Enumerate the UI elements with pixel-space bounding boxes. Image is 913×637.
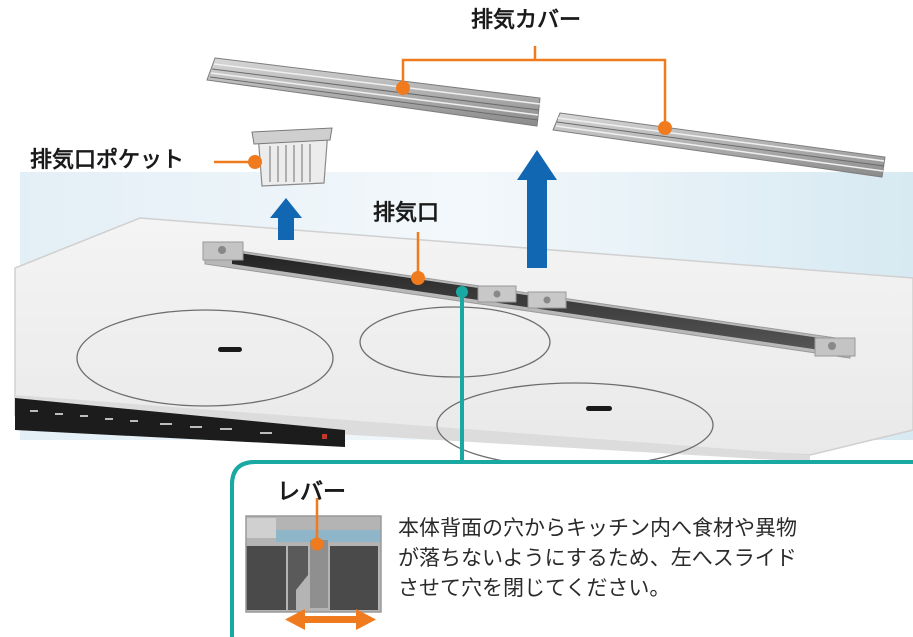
burner-left — [76, 309, 334, 407]
exhaust-cover-right — [552, 112, 886, 178]
control-panel-indicator — [322, 434, 327, 439]
screw-icon — [218, 246, 226, 254]
burner-left-mark — [218, 347, 242, 352]
exhaust-port-slot — [232, 252, 820, 350]
burner-right-mark — [586, 406, 612, 411]
exhaust-port-pocket-label: 排気口ポケット — [30, 148, 185, 173]
callout-line: させて穴を閉じてください。 — [398, 576, 671, 600]
leader-dots — [248, 81, 672, 285]
exhaust-cover-left — [206, 57, 541, 127]
callout-text: 本体背面の穴からキッチン内へ食材や異物 が落ちないようにするため、左へスライド … — [398, 513, 908, 603]
control-panel-markings — [30, 410, 272, 434]
lever-detail — [245, 498, 382, 613]
screw-icon — [828, 342, 836, 350]
screw-icon — [543, 296, 551, 304]
callout-connector — [456, 286, 468, 462]
screw-icon — [493, 290, 501, 298]
exhaust-port-pocket — [251, 127, 333, 187]
exhaust-cover-label: 排気カバー — [471, 8, 582, 33]
control-panel — [15, 398, 345, 447]
slide-arrow-icon — [285, 609, 376, 630]
exhaust-port-label: 排気口 — [373, 201, 440, 226]
burner-center — [359, 306, 551, 378]
lever-label: レバー — [277, 479, 346, 505]
lift-arrow-small — [270, 198, 302, 240]
cooktop-front-edge — [15, 395, 810, 462]
lift-arrow-large — [517, 150, 557, 268]
callout-line: が落ちないようにするため、左へスライド — [398, 546, 797, 570]
callout-line: 本体背面の穴からキッチン内へ食材や異物 — [398, 516, 797, 540]
